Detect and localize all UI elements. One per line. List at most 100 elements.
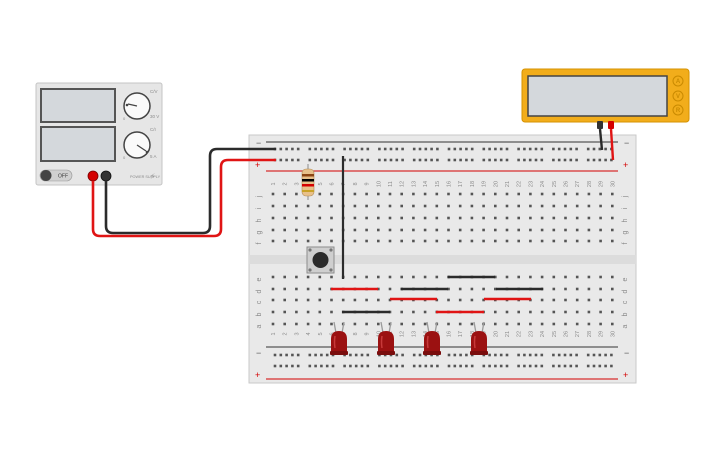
terminal-hole[interactable] [599, 216, 602, 220]
terminal-hole[interactable] [587, 322, 591, 326]
terminal-hole[interactable] [377, 192, 380, 196]
terminal-hole[interactable] [447, 322, 450, 326]
rail-hole[interactable] [418, 158, 422, 162]
terminal-hole[interactable] [388, 204, 392, 208]
rail-hole[interactable] [389, 147, 393, 151]
rail-hole[interactable] [523, 364, 526, 368]
terminal-hole[interactable] [505, 192, 509, 196]
terminal-hole[interactable] [482, 204, 485, 208]
rail-hole[interactable] [273, 364, 277, 368]
terminal-hole[interactable] [575, 228, 579, 232]
terminal-hole[interactable] [575, 192, 579, 196]
terminal-hole[interactable] [458, 322, 462, 326]
terminal-hole[interactable] [435, 239, 439, 243]
terminal-hole[interactable] [295, 275, 298, 279]
negative-terminal[interactable] [100, 170, 112, 182]
rail-hole[interactable] [610, 364, 613, 368]
terminal-hole[interactable] [283, 322, 286, 326]
terminal-hole[interactable] [470, 287, 474, 291]
rail-hole[interactable] [412, 147, 416, 151]
terminal-hole[interactable] [494, 204, 497, 208]
rail-hole[interactable] [383, 147, 387, 151]
terminal-hole[interactable] [494, 239, 497, 243]
terminal-hole[interactable] [271, 287, 275, 291]
terminal-hole[interactable] [330, 239, 333, 243]
wire-red-supply-to-rail[interactable] [91, 158, 276, 238]
rail-hole[interactable] [320, 158, 323, 162]
rail-hole[interactable] [395, 353, 399, 357]
terminal-hole[interactable] [400, 204, 403, 208]
terminal-hole[interactable] [330, 192, 333, 196]
rail-hole[interactable] [447, 364, 451, 368]
terminal-hole[interactable] [330, 322, 333, 326]
rail-hole[interactable] [436, 147, 439, 151]
rail-hole[interactable] [343, 158, 346, 162]
terminal-hole[interactable] [611, 216, 614, 220]
led-group[interactable] [330, 321, 488, 355]
wire-black-probe-to-rail[interactable] [598, 128, 604, 151]
rail-hole[interactable] [465, 364, 468, 368]
terminal-hole[interactable] [587, 216, 591, 220]
terminal-hole[interactable] [423, 310, 427, 314]
terminal-hole[interactable] [470, 298, 474, 302]
terminal-hole[interactable] [529, 322, 532, 326]
terminal-hole[interactable] [599, 239, 602, 243]
terminal-hole[interactable] [353, 322, 357, 326]
push-button[interactable] [306, 246, 335, 274]
terminal-hole[interactable] [599, 322, 602, 326]
terminal-hole[interactable] [505, 322, 509, 326]
terminal-hole[interactable] [365, 192, 368, 196]
rail-hole[interactable] [395, 364, 399, 368]
rail-hole[interactable] [557, 147, 561, 151]
rail-hole[interactable] [366, 158, 370, 162]
terminal-hole[interactable] [517, 310, 520, 314]
terminal-hole[interactable] [517, 192, 520, 196]
rail-hole[interactable] [308, 364, 312, 368]
terminal-hole[interactable] [470, 322, 474, 326]
rail-hole[interactable] [598, 364, 602, 368]
terminal-hole[interactable] [330, 216, 333, 220]
multimeter-button-ohmmeter[interactable]: R [672, 104, 684, 116]
terminal-hole[interactable] [564, 322, 567, 326]
terminal-hole[interactable] [470, 204, 474, 208]
terminal-hole[interactable] [482, 216, 485, 220]
terminal-hole[interactable] [271, 310, 275, 314]
wire-red-probe-to-rail[interactable] [609, 128, 615, 161]
terminal-hole[interactable] [494, 310, 497, 314]
terminal-hole[interactable] [295, 298, 298, 302]
terminal-hole[interactable] [599, 298, 602, 302]
rail-hole[interactable] [424, 364, 428, 368]
rail-hole[interactable] [424, 158, 428, 162]
rail-hole[interactable] [604, 158, 607, 162]
rail-hole[interactable] [366, 364, 370, 368]
rail-hole[interactable] [488, 158, 491, 162]
rail-hole[interactable] [494, 353, 497, 357]
rail-hole[interactable] [349, 158, 352, 162]
wires[interactable] [91, 128, 615, 314]
terminal-hole[interactable] [330, 275, 333, 279]
rail-hole[interactable] [331, 158, 335, 162]
terminal-hole[interactable] [353, 275, 357, 279]
terminal-hole[interactable] [388, 275, 392, 279]
terminal-hole[interactable] [271, 298, 275, 302]
terminal-hole[interactable] [353, 204, 357, 208]
terminal-hole[interactable] [271, 322, 275, 326]
terminal-hole[interactable] [283, 298, 286, 302]
terminal-hole[interactable] [564, 204, 567, 208]
terminal-hole[interactable] [330, 298, 333, 302]
terminal-hole[interactable] [271, 204, 275, 208]
rail-hole[interactable] [557, 364, 561, 368]
terminal-hole[interactable] [400, 322, 403, 326]
terminal-hole[interactable] [575, 310, 579, 314]
terminal-hole[interactable] [377, 216, 380, 220]
positive-terminal[interactable] [87, 170, 99, 182]
rail-hole[interactable] [430, 158, 433, 162]
rail-hole[interactable] [343, 364, 346, 368]
terminal-hole[interactable] [552, 298, 556, 302]
resistor[interactable] [301, 164, 315, 200]
rail-hole[interactable] [401, 364, 404, 368]
terminal-hole[interactable] [377, 239, 380, 243]
terminal-hole[interactable] [458, 192, 462, 196]
rail-hole[interactable] [604, 353, 607, 357]
rail-hole[interactable] [586, 364, 590, 368]
